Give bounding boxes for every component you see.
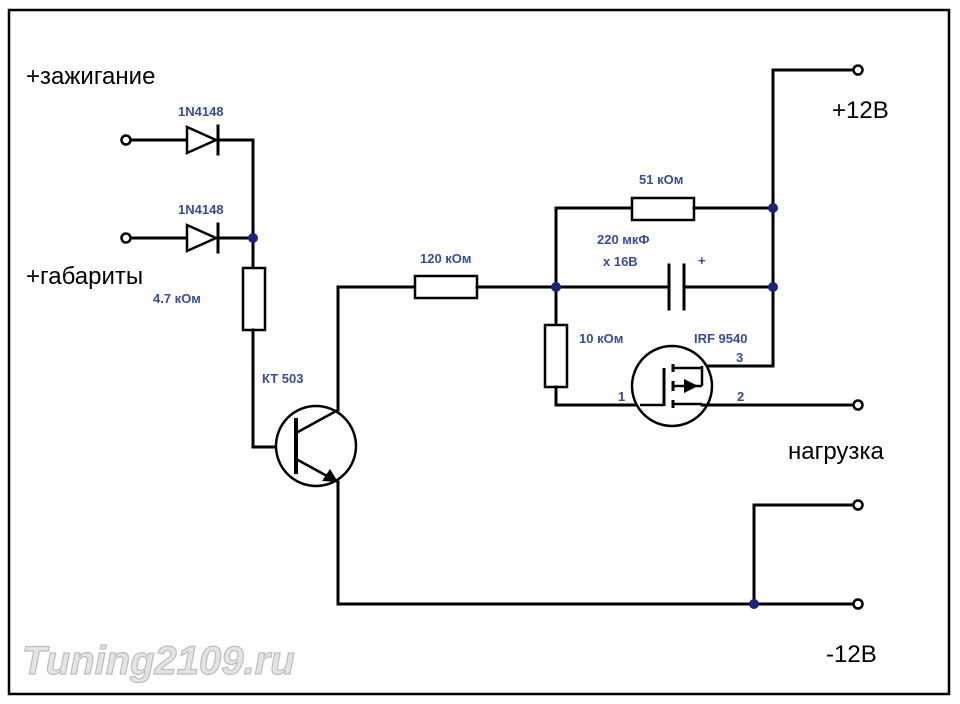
resistor-51k: [630, 196, 696, 222]
terminal-ignition: [120, 134, 132, 146]
label-r-series: 120 кОм: [420, 251, 472, 266]
terminal-plus12: [852, 64, 864, 76]
diagram-frame: [7, 8, 951, 696]
resistor-4k7: [241, 266, 267, 332]
diode-1: [125, 124, 255, 156]
resistor-120k: [413, 274, 479, 300]
label-markers: +габариты: [26, 263, 143, 290]
terminal-load-2: [852, 499, 864, 511]
terminal-markers: [120, 232, 132, 244]
label-load: нагрузка: [788, 438, 884, 465]
junction-dot: [768, 282, 778, 292]
label-r-gate: 10 кОм: [579, 331, 623, 346]
terminal-load-1: [852, 399, 864, 411]
label-r-base: 4.7 кОм: [153, 291, 201, 306]
mosfet-irf9540: [630, 344, 714, 428]
label-ignition: +зажигание: [26, 63, 155, 90]
label-pin3: 3: [736, 350, 743, 365]
diode-2: [125, 222, 255, 254]
label-diode2: 1N4148: [178, 202, 224, 217]
label-transistor: КТ 503: [262, 371, 304, 386]
label-diode1: 1N4148: [178, 104, 224, 119]
junction-dot: [749, 599, 759, 609]
label-plus12: +12В: [832, 97, 889, 124]
label-pin1: 1: [618, 389, 625, 404]
label-pin2: 2: [737, 389, 744, 404]
junction-dot: [551, 282, 561, 292]
label-capacitor-value: 220 мкФ: [597, 232, 650, 247]
junction-dot: [768, 203, 778, 213]
terminal-minus12: [852, 598, 864, 610]
resistor-10k: [543, 323, 569, 389]
label-minus12: -12В: [826, 641, 877, 668]
label-capacitor-voltage: x 16В: [603, 254, 638, 269]
label-mosfet: IRF 9540: [694, 331, 747, 346]
transistor-kt503: [274, 404, 358, 488]
watermark: Tuning2109.ru: [22, 639, 295, 683]
label-r-top: 51 кОм: [639, 172, 683, 187]
label-capacitor-polarity: +: [698, 253, 706, 268]
junction-dot: [248, 233, 258, 243]
